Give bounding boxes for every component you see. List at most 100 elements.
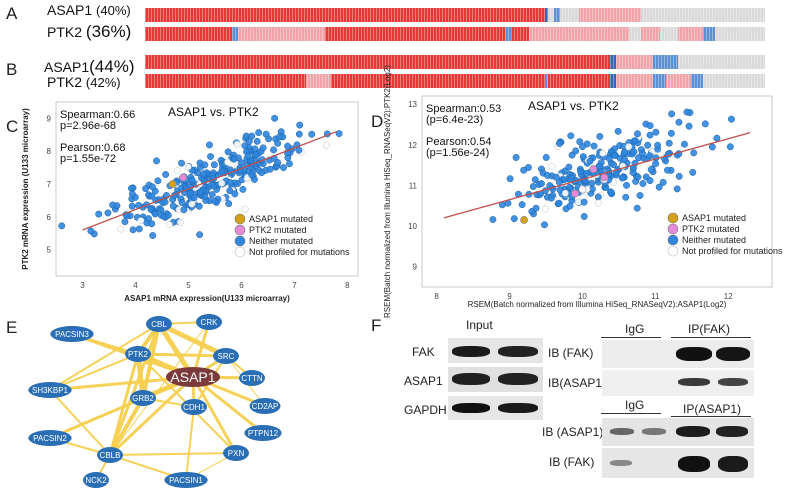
oncoprint-segment — [628, 27, 641, 41]
network-hub-label: ASAP1 — [170, 369, 215, 385]
oncoprint-sample-divider — [397, 55, 398, 69]
oncoprint-sample-divider — [529, 8, 530, 22]
ip1-ip-label: IP(FAK) — [688, 322, 731, 336]
oncoprint-sample-divider — [322, 55, 323, 69]
oncoprint-sample-divider — [358, 55, 359, 69]
oncoprint-sample-divider — [595, 8, 596, 22]
network-hub-node — [166, 367, 220, 387]
oncoprint-sample-divider — [733, 55, 734, 69]
oncoprint-sample-divider — [496, 27, 497, 41]
oncoprint-sample-divider — [454, 8, 455, 22]
oncoprint-sample-divider — [736, 55, 737, 69]
oncoprint-sample-divider — [244, 8, 245, 22]
ip2-row-1: IB (ASAP1) — [542, 425, 604, 439]
oncoprint-sample-divider — [574, 27, 575, 41]
oncoprint-sample-divider — [295, 27, 296, 41]
oncoprint-sample-divider — [733, 27, 734, 41]
data-point — [728, 115, 735, 123]
oncoprint-sample-divider — [478, 55, 479, 69]
data-point — [555, 199, 563, 207]
data-point — [611, 151, 618, 159]
data-point — [117, 225, 125, 233]
oncoprint-sample-divider — [625, 8, 626, 22]
oncoprint-sample-divider — [406, 8, 407, 22]
oncoprint-sample-divider — [430, 27, 431, 41]
oncoprint-sample-divider — [217, 55, 218, 69]
oncoprint-sample-divider — [226, 55, 227, 69]
oncoprint-sample-divider — [751, 8, 752, 22]
oncoprint-sample-divider — [526, 74, 527, 88]
oncoprint-sample-divider — [190, 8, 191, 22]
oncoprint-sample-divider — [637, 55, 638, 69]
oncoprint-sample-divider — [265, 27, 266, 41]
data-point — [149, 183, 156, 191]
oncoprint-sample-divider — [394, 27, 395, 41]
oncoprint-sample-divider — [436, 55, 437, 69]
oncoprint-sample-divider — [664, 74, 665, 88]
oncoprint-sample-divider — [517, 74, 518, 88]
oncoprint-sample-divider — [427, 27, 428, 41]
oncoprint-sample-divider — [592, 8, 593, 22]
oncoprint-sample-divider — [148, 55, 149, 69]
oncoprint-sample-divider — [232, 55, 233, 69]
oncoprint-sample-divider — [397, 74, 398, 88]
oncoprint-sample-divider — [724, 27, 725, 41]
data-point — [151, 210, 159, 218]
oncoprint-sample-divider — [442, 27, 443, 41]
oncoprint-sample-divider — [166, 8, 167, 22]
oncoprint-sample-divider — [742, 27, 743, 41]
oncoprint-sample-divider — [697, 55, 698, 69]
oncoprint-sample-divider — [349, 74, 350, 88]
network-node — [125, 346, 151, 362]
oncoprint-sample-divider — [358, 74, 359, 88]
y-axis-label: PTK2 mRNA expression (U133 microarray) — [21, 108, 30, 270]
ip2-igg-bracket — [601, 413, 661, 414]
oncoprint-sample-divider — [193, 74, 194, 88]
oncoprint-sample-divider — [274, 55, 275, 69]
oncoprint-sample-divider — [325, 55, 326, 69]
oncoprint-segment — [690, 74, 703, 88]
oncoprint-sample-divider — [541, 8, 542, 22]
oncoprint-sample-divider — [469, 8, 470, 22]
oncoprint-sample-divider — [460, 27, 461, 41]
data-point — [210, 161, 218, 169]
oncoprint-sample-divider — [340, 74, 341, 88]
oncoprint-sample-divider — [703, 74, 704, 88]
oncoprint-sample-divider — [451, 74, 452, 88]
oncoprint-sample-divider — [184, 8, 185, 22]
data-point — [506, 175, 514, 183]
data-point — [580, 198, 588, 206]
oncoprint-sample-divider — [523, 55, 524, 69]
input-row-fak: FAK — [412, 345, 435, 359]
oncoprint-sample-divider — [319, 8, 320, 22]
oncoprint-sample-divider — [703, 27, 704, 41]
data-point — [322, 141, 330, 149]
oncoprint-sample-divider — [514, 8, 515, 22]
oncoprint-sample-divider — [316, 8, 317, 22]
oncoprint-sample-divider — [166, 74, 167, 88]
oncoprint-sample-divider — [382, 74, 383, 88]
oncoprint-sample-divider — [673, 55, 674, 69]
data-point — [149, 232, 157, 239]
oncoprint-sample-divider — [688, 27, 689, 41]
oncoprint-sample-divider — [358, 8, 359, 22]
data-point — [646, 152, 654, 160]
oncoprint-sample-divider — [502, 74, 503, 88]
oncoprint-sample-divider — [445, 27, 446, 41]
oncoprint-sample-divider — [238, 74, 239, 88]
oncoprint-sample-divider — [235, 8, 236, 22]
oncoprint-sample-divider — [610, 27, 611, 41]
oncoprint-sample-divider — [472, 55, 473, 69]
data-point — [659, 178, 667, 186]
oncoprint-sample-divider — [184, 27, 185, 41]
network-edge — [49, 323, 160, 391]
oncoprint-sample-divider — [310, 8, 311, 22]
oncoprint-sample-divider — [451, 55, 452, 69]
data-point — [169, 202, 177, 210]
y-tick-label: 9 — [413, 263, 418, 272]
oncoprint-sample-divider — [361, 74, 362, 88]
data-point — [599, 149, 607, 157]
panel-label-e: E — [6, 318, 18, 337]
oncoprint-sample-divider — [199, 27, 200, 41]
